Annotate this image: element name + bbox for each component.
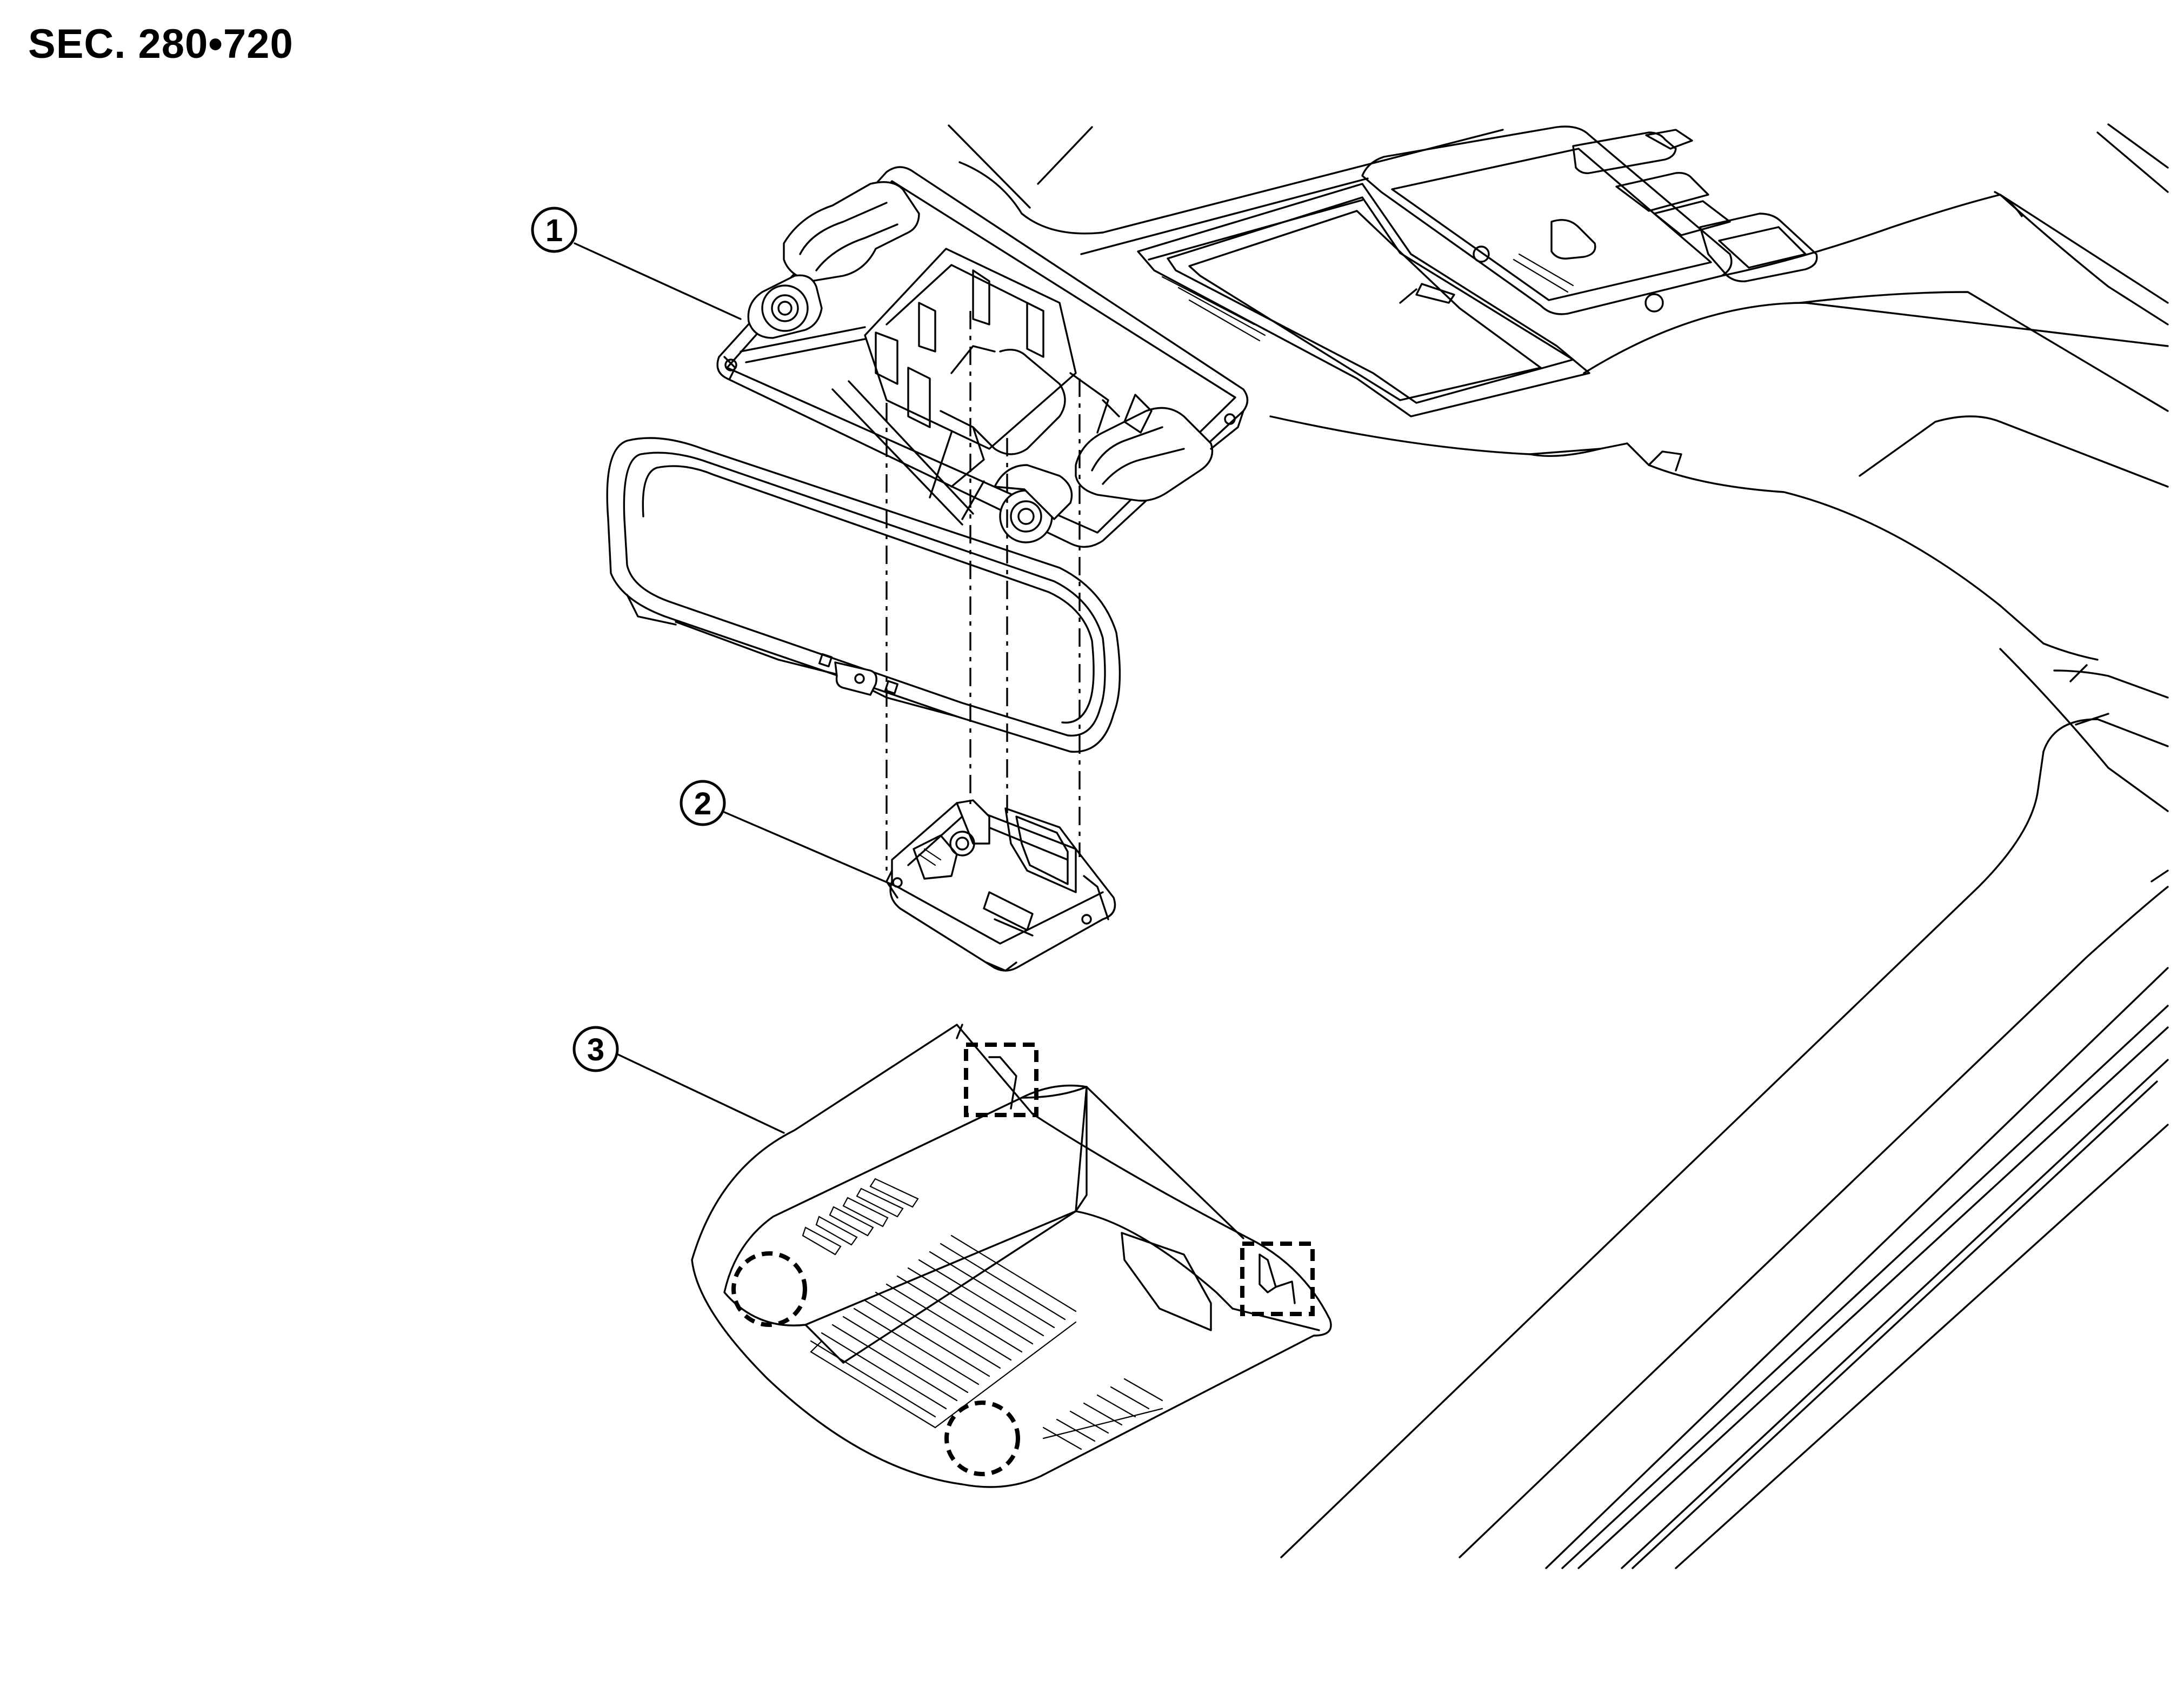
section-label: SEC. 280•720 — [28, 21, 294, 67]
leader-line-2 — [723, 811, 898, 888]
sensor-part-2 — [885, 799, 1116, 972]
svg-text:3: 3 — [587, 1032, 604, 1067]
clip-highlight-upper — [964, 1043, 1038, 1117]
sensor-cover-part-3 — [691, 1024, 1332, 1488]
vehicle-headliner — [948, 123, 2169, 1569]
tab-highlight-left — [731, 1251, 807, 1327]
alignment-lines — [885, 311, 1081, 871]
leader-line-1 — [574, 242, 742, 320]
leader-line-3 — [617, 1053, 785, 1134]
mirror-bracket-part-1 — [716, 166, 1249, 548]
callouts: 1 2 3 — [531, 207, 898, 1134]
cover-vent-slots-right — [1042, 1378, 1163, 1450]
svg-text:2: 2 — [694, 786, 711, 821]
cover-vent-slots-upper — [802, 1178, 919, 1256]
callout-3: 3 — [572, 1026, 619, 1072]
tab-highlight-bottom — [944, 1401, 1020, 1476]
clip-highlight-right — [1240, 1242, 1315, 1316]
svg-text:1: 1 — [545, 213, 563, 248]
callout-2: 2 — [680, 780, 726, 826]
rearview-mirror — [606, 437, 1121, 753]
callout-1: 1 — [531, 207, 577, 253]
